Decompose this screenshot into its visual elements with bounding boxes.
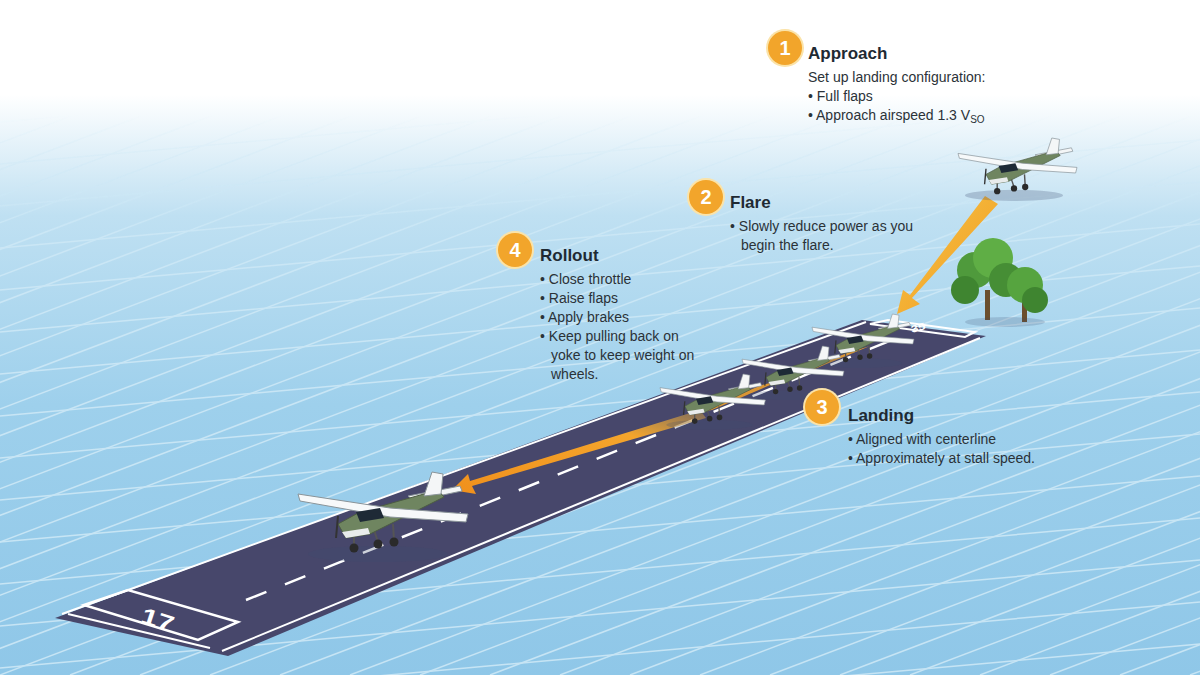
bullet-item: • Aligned with centerline: [848, 430, 1088, 449]
bullet-text: • Apply brakes: [540, 309, 629, 325]
step-callout: 1 ApproachSet up landing configuration: • …: [768, 31, 1048, 129]
step-callout: 2 Flare • Slowly reduce power as you begin…: [689, 180, 950, 255]
bullet-item: • Approximately at stall speed.: [848, 449, 1088, 468]
callout-number: 2: [689, 180, 723, 214]
step-callout: 3 Landing • Aligned with centerline • Appro…: [805, 390, 1088, 468]
step-text: Rollout • Close throttle • Raise flaps • Ap…: [540, 246, 698, 384]
callout-number: 3: [805, 390, 839, 424]
step-heading: Landing: [848, 406, 1088, 426]
step-heading: Flare: [730, 193, 950, 213]
bullet-item: • Apply brakes: [540, 308, 698, 327]
step-text: Flare • Slowly reduce power as you begin …: [730, 193, 950, 255]
bullet-text: • Approximately at stall speed.: [848, 450, 1035, 466]
bullet-text: • Slowly reduce power as you begin the f…: [730, 218, 913, 253]
bullet-text: • Approach airspeed 1.3 V: [808, 107, 970, 123]
bullet-item: • Keep pulling back on yoke to keep weig…: [540, 327, 698, 384]
step-heading: Rollout: [540, 246, 698, 266]
step-callout: 4 Rollout • Close throttle • Raise flaps • A…: [498, 233, 698, 384]
bullet-item: • Slowly reduce power as you begin the f…: [730, 217, 950, 255]
callout-number: 1: [768, 31, 802, 65]
step-intro: Set up landing configuration:: [808, 68, 1048, 87]
bullet-text: • Full flaps: [808, 88, 873, 104]
bullet-item: • Full flaps: [808, 87, 1048, 106]
bullet-text: • Aligned with centerline: [848, 431, 996, 447]
step-text: Landing • Aligned with centerline • Approx…: [848, 406, 1088, 468]
callout-number: 4: [498, 233, 532, 267]
subscript: SO: [970, 114, 984, 125]
bullet-item: • Approach airspeed 1.3 VSO: [808, 106, 1048, 129]
bullet-text: Set up landing configuration:: [808, 69, 985, 85]
step-heading: Approach: [808, 44, 1048, 64]
bullet-item: • Raise flaps: [540, 289, 698, 308]
bullet-text: • Raise flaps: [540, 290, 618, 306]
bullet-text: • Close throttle: [540, 271, 631, 287]
bullet-item: • Close throttle: [540, 270, 698, 289]
bullet-text: • Keep pulling back on yoke to keep weig…: [540, 328, 694, 382]
step-text: ApproachSet up landing configuration: • F…: [808, 44, 1048, 129]
